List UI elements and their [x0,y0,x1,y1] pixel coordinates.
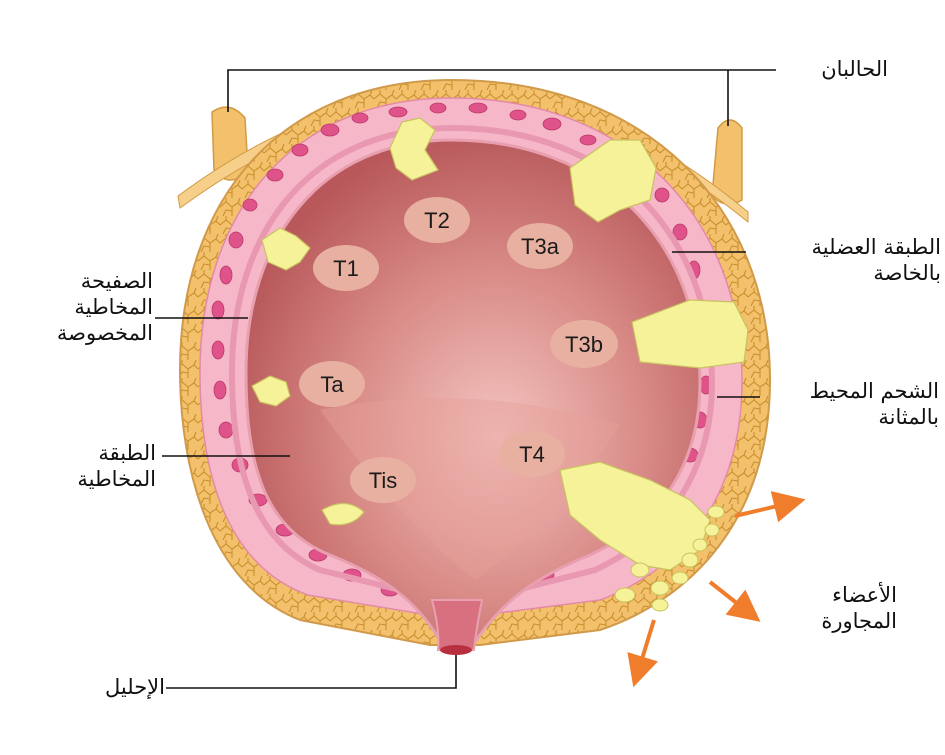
label-urethra: الإحليل [105,675,165,699]
tumor-t3a [569,139,657,223]
stage-ta: Ta [320,372,344,397]
tumor-tis [321,502,365,526]
leader-urethra [166,655,457,689]
label-perivesical-fat: الشحم المحيط بالمثانة [809,379,939,429]
urethra-tube [430,599,484,651]
stage-t3a: T3a [521,234,560,259]
stage-bubbles: T2 T3a T1 T3b Ta T4 Tis [299,197,618,503]
tumor-t2 [389,117,439,181]
invasion-arrows [627,491,806,688]
stage-t1: T1 [333,256,359,281]
stage-t2: T2 [424,208,450,233]
stage-t4: T4 [519,442,545,467]
arrow-down-right [708,580,761,622]
tumor-t3b [631,299,749,369]
label-adjacent-organs: الأعضاء المجاورة [821,583,897,633]
label-detrusor: الطبقة العضلية بالخاصة [811,235,941,285]
arrow-down [627,619,658,688]
stage-t3b: T3b [565,332,603,357]
tumor-ta [251,375,291,407]
tumors [251,117,749,571]
stage-tis: Tis [369,468,398,493]
leader-lines [155,69,776,689]
leader-ureters [227,69,776,112]
metastatic-cells [614,505,725,612]
urethra-opening [440,645,472,655]
label-mucosa: الطبقة المخاطية [77,441,156,491]
label-ureters: الحالبان [821,57,888,81]
label-lamina-propria: الصفيحة المخاطية المخصوصة [56,269,153,345]
arrow-right [734,491,806,523]
right-ureter [711,119,743,205]
tumor-t1 [261,227,311,271]
